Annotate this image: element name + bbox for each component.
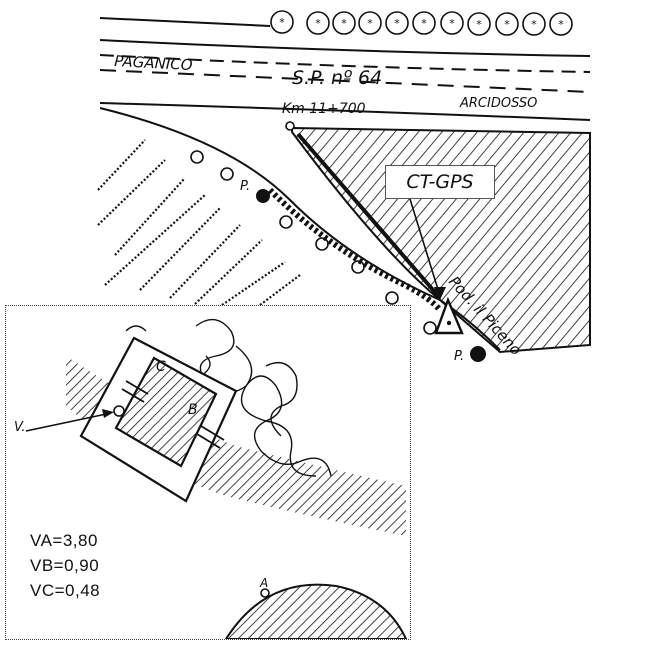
- svg-text:*: *: [279, 16, 285, 29]
- town-left-label: PAGANICO: [114, 52, 193, 74]
- point-v: [113, 405, 125, 417]
- label-v: V.: [14, 420, 26, 435]
- label-c: C: [156, 359, 166, 375]
- roadside-trees: [190, 150, 437, 335]
- km-label: Km 11+700: [282, 101, 366, 117]
- park-label-top: P.: [240, 179, 250, 194]
- callout-arrow: [409, 198, 441, 297]
- point-a: [260, 588, 270, 598]
- svg-text:*: *: [367, 17, 373, 30]
- hedge-stars: * * * * * * * * * * *: [279, 16, 564, 31]
- building-details: [121, 380, 225, 449]
- pole-top: [256, 189, 270, 203]
- svg-text:*: *: [476, 18, 482, 31]
- inset-drawing: C B V. A: [14, 318, 408, 639]
- measurement-va: VA=3,80: [30, 531, 98, 550]
- label-a: A: [259, 576, 268, 590]
- svg-text:*: *: [531, 18, 537, 31]
- v-arrow-head: [102, 409, 114, 418]
- hedge-row: [270, 10, 573, 36]
- svg-text:*: *: [504, 18, 510, 31]
- svg-text:*: *: [449, 17, 455, 30]
- svg-text:*: *: [315, 17, 321, 30]
- field-edge: [296, 132, 442, 300]
- road-lines: [99, 17, 591, 121]
- km-marker-dot: [285, 121, 295, 131]
- hatched-field: [291, 126, 591, 354]
- measurement-vc: VC=0,48: [30, 581, 101, 600]
- ct-gps-callout: CT-GPS: [385, 165, 495, 199]
- v-arrow: [25, 412, 112, 432]
- detail-inset: C B V. A VA=3,80 VB=0,90 VC=0,48: [5, 305, 411, 640]
- svg-text:*: *: [558, 18, 564, 31]
- svg-text:*: *: [341, 17, 347, 30]
- triangle-point: [446, 320, 452, 326]
- slope-hatch: [66, 356, 406, 536]
- road-label: S.P. nº 64: [292, 67, 382, 89]
- park-label-bottom: P.: [454, 349, 464, 364]
- svg-text:*: *: [421, 17, 427, 30]
- label-b: B: [188, 402, 198, 418]
- measurement-vb: VB=0,90: [30, 556, 100, 575]
- svg-text:*: *: [394, 17, 400, 30]
- building: [79, 336, 238, 503]
- triangle-marker: [434, 296, 464, 335]
- road-centerline: [99, 69, 591, 93]
- pole-bottom: [470, 346, 486, 362]
- vineyard-rows: [97, 139, 301, 306]
- town-right-label: ARCIDOSSO: [459, 96, 537, 111]
- arrow-head: [434, 287, 446, 300]
- round-feature: [224, 583, 408, 639]
